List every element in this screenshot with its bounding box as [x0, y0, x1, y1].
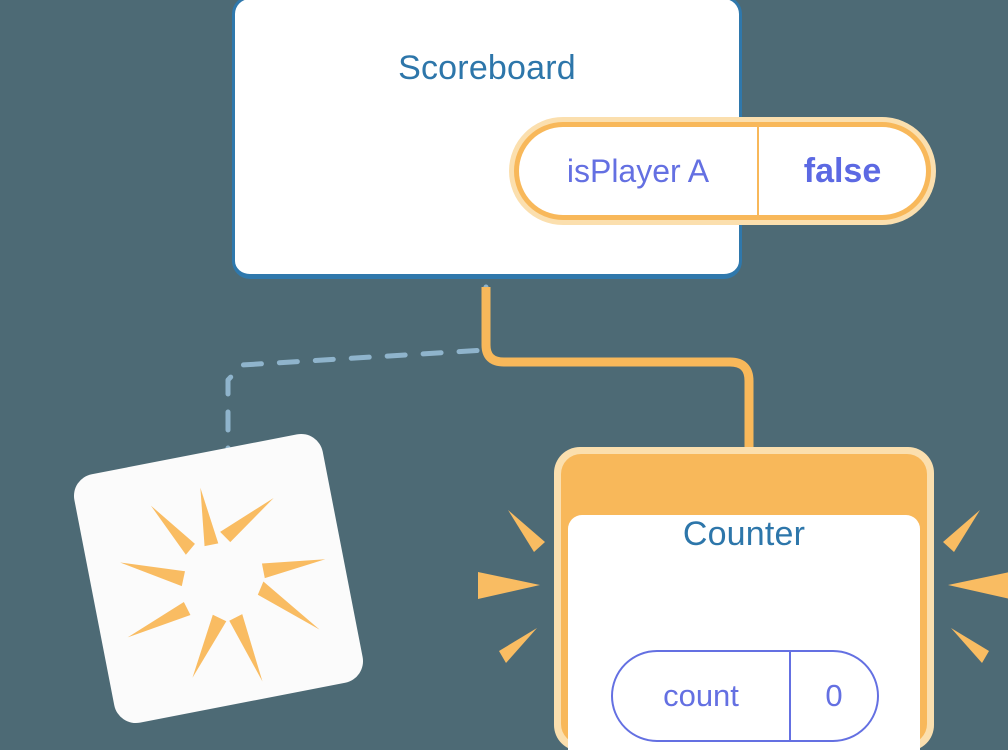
card-scoreboard-title: Scoreboard [398, 49, 576, 87]
scoreboard-state-value: false [803, 151, 882, 190]
counter-state-pill[interactable]: count 0 [611, 650, 879, 742]
card-counter-ring: Counter count 0 [561, 454, 927, 750]
card-counter[interactable]: Counter count 0 [554, 447, 934, 750]
connector-scoreboard-to-counter [481, 287, 754, 470]
scoreboard-state-pill-body: isPlayer A false [519, 127, 926, 215]
scoreboard-state-pill[interactable]: isPlayer A false [509, 117, 936, 225]
counter-state-key: count [613, 652, 791, 740]
scoreboard-state-key: isPlayer A [519, 127, 759, 215]
counter-left-rays-icon [478, 510, 545, 663]
counter-state-value: 0 [825, 678, 843, 713]
counter-right-rays-icon [943, 510, 1008, 663]
card-burst[interactable] [70, 430, 367, 727]
card-scoreboard[interactable]: Scoreboard isPlayer A false [232, 0, 936, 279]
scoreboard-state-pill-ring: isPlayer A false [514, 122, 931, 220]
card-counter-body: Counter count 0 [568, 515, 920, 750]
card-counter-title: Counter [682, 515, 806, 553]
burst-rays-icon [120, 487, 326, 682]
